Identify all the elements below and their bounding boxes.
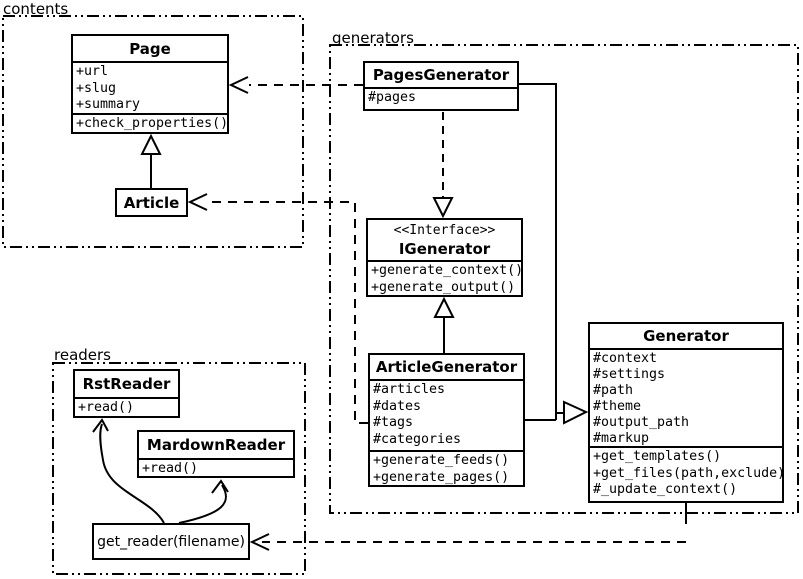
package-readers-label: readers (54, 346, 111, 364)
attribute: #theme (593, 398, 642, 414)
class-rstreader-methods: +read() (75, 397, 178, 416)
attribute: #settings (593, 366, 666, 382)
class-generator: Generator #context #settings #path #them… (588, 322, 784, 503)
attribute: #tags (373, 415, 414, 430)
package-readers-border (52, 362, 306, 575)
class-pagesgenerator: PagesGenerator #pages (363, 61, 519, 111)
attribute: #path (593, 382, 634, 398)
edge-generator-depends-getreader (249, 503, 687, 551)
class-page-methods: +check_properties() (73, 113, 227, 132)
attribute: +url (76, 64, 109, 79)
attribute: #articles (373, 382, 446, 397)
attribute: #markup (593, 430, 650, 446)
class-igenerator: <<Interface>> IGenerator +generate_conte… (366, 218, 523, 297)
attribute: #output_path (593, 414, 690, 430)
method: +generate_context() (371, 263, 521, 278)
attribute: #context (593, 351, 658, 366)
class-article-title: Article (123, 193, 180, 212)
package-contents-label: contents (3, 0, 69, 18)
method: +get_files(path,exclude) (593, 465, 782, 481)
class-rstreader: RstReader +read() (73, 369, 180, 418)
class-mardownreader: MardownReader +read() (137, 430, 295, 478)
attribute: #dates (373, 398, 422, 414)
class-articlegenerator-methods: +generate_feeds() +generate_pages() (370, 450, 523, 485)
method: +check_properties() (76, 116, 227, 131)
attribute: +slug (76, 80, 117, 96)
edge-article-extends-page (140, 133, 162, 188)
class-page: Page +url +slug +summary +check_properti… (71, 34, 229, 134)
method: +get_templates() (593, 449, 722, 464)
class-generator-attributes: #context #settings #path #theme #output_… (590, 348, 782, 446)
edge-generators-extend-generator (519, 83, 589, 425)
class-mardownreader-methods: +read() (139, 458, 293, 476)
class-generator-title: Generator (643, 327, 729, 345)
package-generators-border (329, 44, 799, 514)
attribute: +summary (76, 97, 141, 112)
class-igenerator-title: IGenerator (398, 240, 491, 258)
class-igenerator-header: <<Interface>> IGenerator (368, 220, 521, 260)
class-pagesgenerator-attributes: #pages (365, 87, 517, 109)
method: +generate_feeds() (373, 453, 510, 468)
class-page-title: Page (129, 39, 171, 58)
edge-getreader-to-rstreader (92, 418, 165, 524)
class-articlegenerator: ArticleGenerator #articles #dates #tags … (368, 353, 525, 487)
node-get-reader: get_reader(filename) (92, 523, 250, 560)
edge-pagesgenerator-realizes-igenerator (432, 112, 454, 219)
attribute: #pages (368, 90, 417, 105)
method: #_update_context() (593, 482, 738, 497)
edge-articlegenerator-depends-article (187, 193, 368, 424)
class-article: Article (115, 188, 188, 217)
attribute: #categories (373, 431, 462, 447)
class-articlegenerator-title: ArticleGenerator (375, 358, 518, 376)
method: +read() (142, 461, 199, 476)
class-rstreader-title: RstReader (82, 375, 171, 393)
class-igenerator-methods: +generate_context() +generate_output() (368, 260, 521, 295)
method: +read() (78, 400, 135, 415)
class-generator-methods: +get_templates() +get_files(path,exclude… (590, 446, 782, 501)
class-pagesgenerator-title: PagesGenerator (372, 66, 510, 84)
edge-getreader-to-mardownreader (178, 479, 229, 524)
class-page-attributes: +url +slug +summary (73, 61, 227, 113)
package-generators-label: generators (332, 29, 414, 47)
class-articlegenerator-attributes: #articles #dates #tags #categories (370, 379, 523, 450)
method: +generate_output() (371, 279, 516, 295)
edge-articlegenerator-extends-igenerator (433, 296, 455, 353)
node-get-reader-label: get_reader(filename) (97, 533, 245, 550)
package-contents-border (2, 15, 304, 248)
class-igenerator-stereotype: <<Interface>> (393, 223, 496, 238)
edge-pagesgenerator-depends-page (228, 76, 363, 94)
method: +generate_pages() (373, 469, 510, 485)
class-mardownreader-title: MardownReader (146, 436, 286, 454)
